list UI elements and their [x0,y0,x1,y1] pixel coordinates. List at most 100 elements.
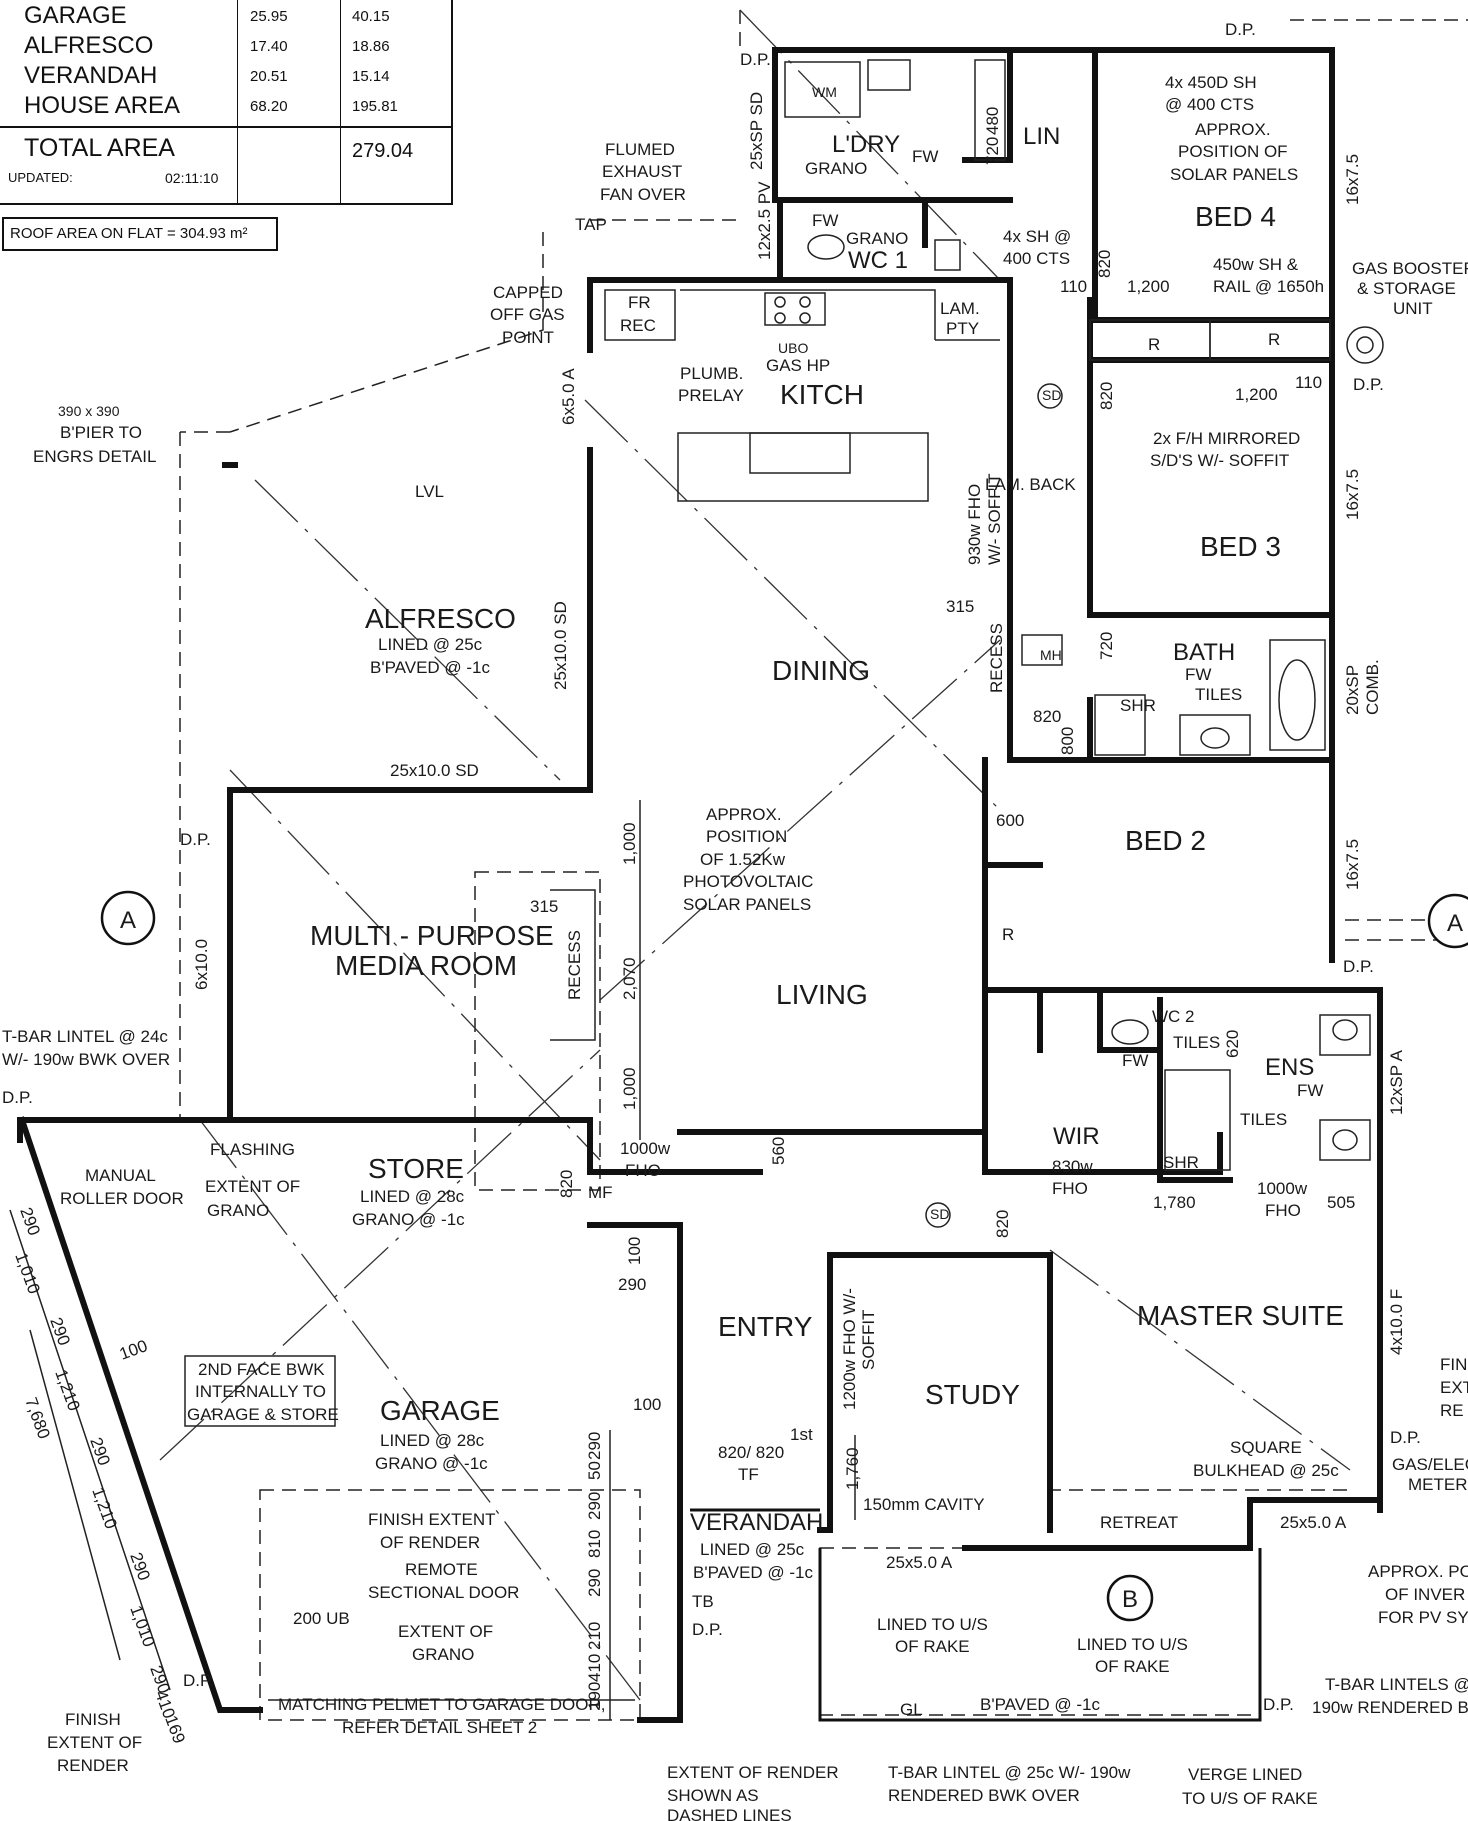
room-store: STORE [368,1153,464,1184]
dimension: 1,210 [51,1367,83,1413]
note: RENDERED BWK OVER [888,1786,1080,1805]
note: PLUMB. [680,364,743,383]
schedule-name: HOUSE AREA [24,92,181,119]
note: SOLAR PANELS [1170,165,1298,184]
schedule-name: ALFRESCO [24,32,154,59]
dimension: 7,680 [21,1395,53,1441]
downpipe: D.P. [1390,1428,1421,1447]
dimension: 505 [1327,1193,1355,1212]
dimension: 480 [983,107,1002,135]
schedule-value: 18.86 [352,38,390,55]
robe-label: R [1268,330,1280,349]
dimension: 190 [585,1682,604,1710]
note: S/D'S W/- SOFFIT [1150,451,1289,470]
note: FW [812,211,838,230]
note: 150mm CAVITY [863,1495,985,1514]
dimension: 290 [46,1315,74,1348]
room-alfresco: ALFRESCO [365,603,516,634]
note: RECESS [565,930,584,1000]
note: 200 UB [293,1609,350,1628]
updated-label: UPDATED: [8,170,73,185]
note: LINED TO U/S [877,1615,988,1634]
note: FINISH EXTENT [368,1510,496,1529]
downpipe: D.P. [1263,1695,1294,1714]
note: APPROX. [1195,120,1271,139]
dimension: 110 [1060,277,1087,296]
dimension: 315 [946,597,974,616]
note: POINT [502,328,554,347]
note: EXHAUST [602,162,682,181]
note: SHR [1120,696,1156,715]
schedule-value: 25.95 [250,8,288,25]
window-code: 6x10.0 [192,939,211,990]
dimension: 2,070 [620,957,639,1000]
window-code: 12x2.5 PV [755,181,774,260]
verandah-note: B'PAVED @ -1c [693,1563,814,1582]
note: 2x F/H MIRRORED [1153,429,1300,448]
note: FW [1122,1051,1148,1070]
section-lines [159,9,1351,1701]
note: 4x SH @ [1003,227,1071,246]
note: FOR PV SYS [1378,1608,1468,1627]
note: EXTENT OF [205,1177,300,1196]
note: GRANO [412,1645,474,1664]
room-bed3: BED 3 [1200,531,1281,562]
schedule-name: VERANDAH [24,62,158,89]
downpipe: D.P. [180,830,211,849]
note: T-BAR LINTEL @ 25c W/- 190w [888,1763,1131,1782]
room-labels: KITCH DINING LIVING ALFRESCO LINED @ 25c… [310,123,1344,1582]
schedule-value: 17.40 [250,38,288,55]
schedule-row: VERANDAH 20.51 15.14 [0,62,453,92]
schedule-divider [340,0,341,204]
note: @ 400 CTS [1165,95,1254,114]
window-code: 20xSP [1343,665,1362,715]
schedule-row: ALFRESCO 17.40 18.86 [0,32,453,62]
note: EXTENT OF [398,1622,493,1641]
section-marker-b: B [1122,1586,1138,1613]
note: TAP [575,215,607,234]
dimension: 1,200 [1235,385,1278,404]
fixtures [9,59,1468,1720]
note: CAPPED [493,283,563,302]
note: RAIL @ 1650h [1213,277,1324,296]
dimension: 720 [1097,632,1116,660]
room-retreat: RETREAT [1100,1513,1178,1532]
note: FINISH [65,1710,121,1729]
dimension: 1,010 [126,1603,158,1649]
room-bath: BATH [1173,639,1235,666]
note: METERE [1408,1475,1468,1494]
note: FR [628,293,651,312]
note: FW [912,147,938,166]
dimension: 820 [1097,382,1116,410]
note: VERGE LINED [1188,1765,1302,1784]
dimension: 1,760 [843,1447,862,1490]
window-code: 6x5.0 A [559,368,578,425]
note: W/- SOFFIT [985,473,1004,565]
note: OF RAKE [1095,1657,1170,1676]
note: UNIT [1393,299,1433,318]
schedule-value: 68.20 [250,98,288,115]
dimension: 1,780 [1153,1193,1196,1212]
note: B'PAVED @ -1c [980,1695,1101,1714]
note: & STORAGE [1357,279,1456,298]
note: GAS BOOSTER [1352,259,1468,278]
room-linen: LIN [1023,123,1060,150]
window-code: 16x7.5 [1343,469,1362,520]
note: APPROX. [706,805,782,824]
dimension: 820 [993,1210,1012,1238]
window-code: 16x7.5 [1343,839,1362,890]
room-wir: WIR [1053,1123,1100,1150]
dimension: 100 [117,1336,150,1364]
note: TILES [1173,1033,1220,1052]
note: ROLLER DOOR [60,1189,184,1208]
note: EXTENT OF [47,1733,142,1752]
robe-label: R [1148,335,1160,354]
note: EXT [1440,1378,1468,1397]
note: RE [1440,1401,1464,1420]
note: OFF GAS [490,305,565,324]
room-bed4: BED 4 [1195,201,1276,232]
note: WM [812,84,837,100]
room-pantry: LAM. [940,299,980,318]
dimension: 800 [1058,727,1077,755]
